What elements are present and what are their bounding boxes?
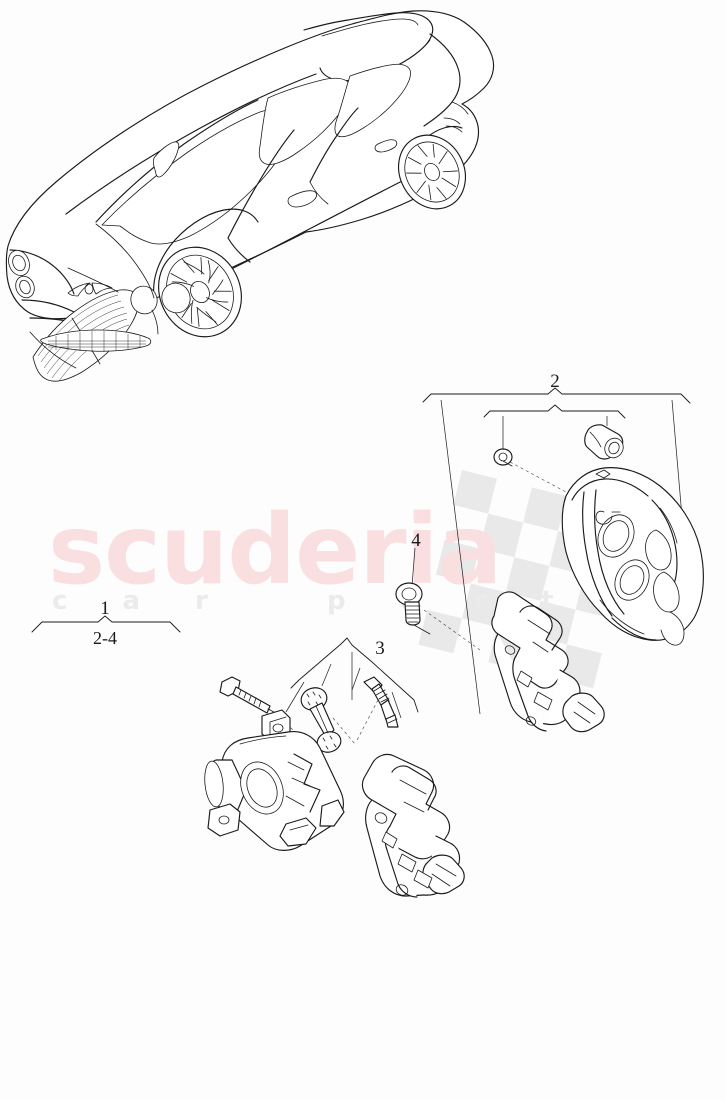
brake-caliper-carrier-left-part <box>361 753 465 898</box>
flange-head-screw-part <box>395 582 431 635</box>
callout-2-inner-bracket <box>483 404 626 419</box>
callout-sublabel-2-4: 2-4 <box>93 628 117 648</box>
hex-bolt-part <box>219 676 275 714</box>
bleeder-valve-part <box>363 676 399 728</box>
guide-bushing-part <box>584 424 624 460</box>
front-brake-caliper-part <box>561 467 704 646</box>
assembly-dashed-lines <box>258 461 567 745</box>
callout-label-4[interactable]: 4 <box>411 530 421 551</box>
brake-caliper-carrier-right-part <box>491 591 605 733</box>
rear-brake-caliper-part <box>204 709 345 851</box>
callout-3-bracket <box>290 637 419 713</box>
callout-1-bracket <box>31 615 181 633</box>
callout-label-3[interactable]: 3 <box>375 638 385 659</box>
guide-pin-assembly-part <box>300 687 342 753</box>
callout-label-2[interactable]: 2 <box>550 371 560 392</box>
callout-label-1[interactable]: 1 <box>100 598 110 619</box>
callout-2-bracket <box>422 387 691 404</box>
vehicle-line-drawing <box>5 10 495 382</box>
caliper-cap-plug-part <box>493 448 513 467</box>
watermark-scuderia: scuderia <box>48 494 502 606</box>
